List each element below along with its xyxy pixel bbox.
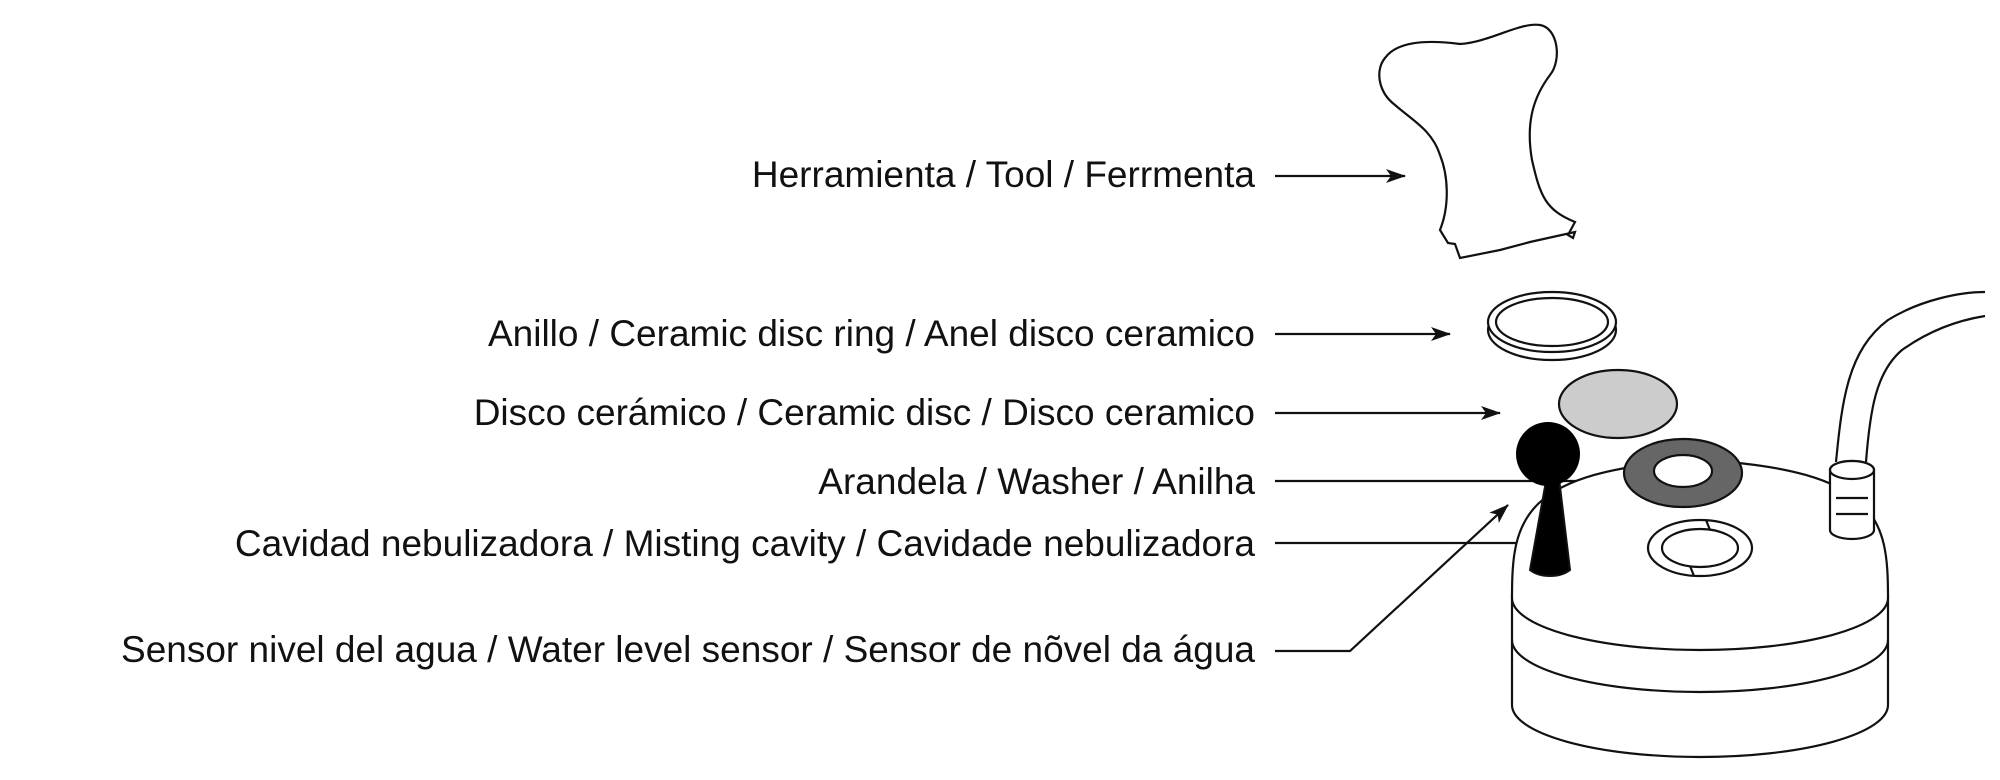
washer <box>1622 437 1744 509</box>
label-water-level-sensor: Sensor nivel del agua / Water level sens… <box>121 629 1255 670</box>
label-ceramic-disc-ring: Anillo / Ceramic disc ring / Anel disco … <box>488 313 1255 354</box>
label-tool: Herramienta / Tool / Ferrmenta <box>752 154 1256 195</box>
ceramic-disc <box>1557 368 1679 440</box>
power-cable <box>1828 290 1986 541</box>
label-ceramic-disc: Disco cerámico / Ceramic disc / Disco ce… <box>474 392 1255 433</box>
cleaning-tool <box>1378 23 1577 260</box>
label-washer: Arandela / Washer / Anilha <box>818 461 1255 502</box>
arrow-water-level-sensor <box>1275 504 1509 653</box>
ceramic-disc-ring <box>1486 290 1618 362</box>
misting-cavity <box>1646 518 1754 578</box>
label-misting-cavity: Cavidad nebulizadora / Misting cavity / … <box>235 523 1256 564</box>
water-level-sensor <box>1516 422 1580 577</box>
